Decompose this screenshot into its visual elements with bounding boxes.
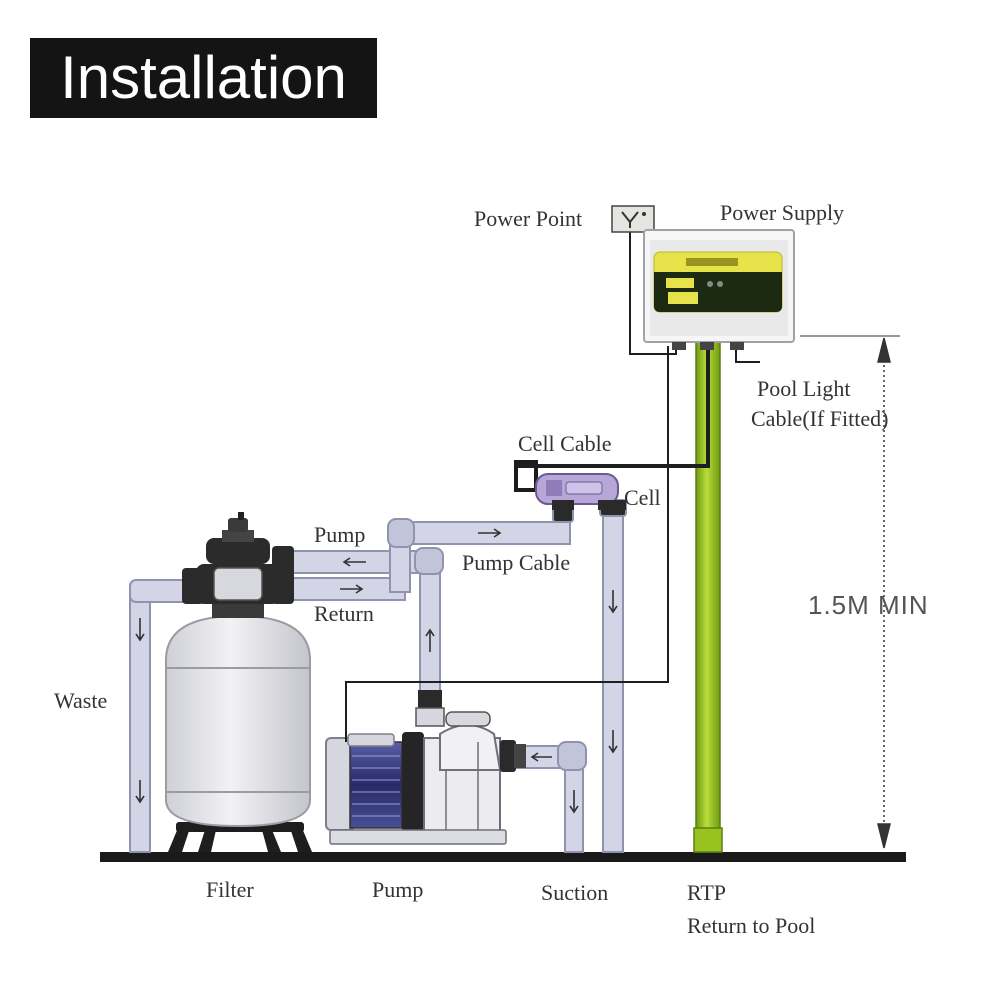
height-dimension (800, 335, 900, 849)
label-pump-top: Pump (314, 522, 366, 547)
cell-return-pipe (602, 507, 624, 853)
label-waste: Waste (54, 688, 108, 713)
label-pool-light: Pool Light (757, 376, 851, 401)
label-filter: Filter (206, 877, 254, 902)
label-suction: Suction (541, 880, 609, 905)
label-power-supply: Power Supply (720, 200, 845, 225)
filter-tank (165, 614, 311, 828)
power-point-socket (611, 205, 655, 233)
label-pump-bottom: Pump (372, 877, 424, 902)
label-cell-cable: Cell Cable (518, 431, 612, 456)
label-cell: Cell (624, 485, 661, 510)
flow-arrows (135, 528, 618, 814)
chlorinator-cell (514, 460, 626, 510)
label-height: 1.5M MIN (808, 590, 929, 620)
filter-unit (165, 512, 312, 852)
label-pool-light-cable: Cable(If Fitted) (751, 406, 889, 431)
label-pump-cable: Pump Cable (462, 550, 571, 575)
pump-cable-line (345, 346, 669, 742)
pump-motor (349, 741, 403, 829)
power-supply-unit (643, 229, 795, 350)
label-rtp: RTP (687, 880, 727, 905)
page-title: Installation (30, 38, 377, 118)
label-return: Return (314, 601, 374, 626)
label-return-to-pool: Return to Pool (687, 913, 816, 938)
pump-unit (325, 690, 526, 845)
pump-riser-pipe (419, 559, 441, 693)
label-power-point: Power Point (474, 206, 583, 231)
ground-line (100, 852, 906, 862)
cell-cable-line (516, 346, 710, 468)
